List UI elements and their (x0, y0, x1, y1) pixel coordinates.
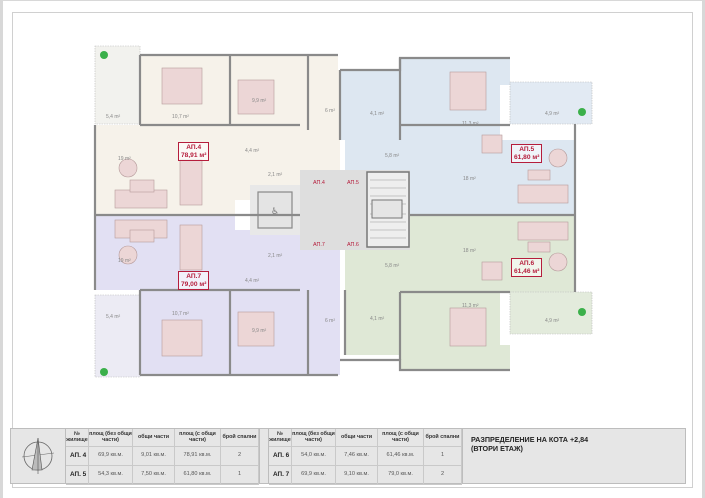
floor-plan: ♿ (93, 45, 593, 378)
apartment-area: 61,80 м² (514, 153, 540, 161)
table-right: № жилище площ (без общи части) общи част… (269, 429, 463, 485)
table-cell: 1 (424, 447, 462, 466)
area-summary-table: № жилище площ (без общи части) общи част… (10, 428, 686, 485)
room-labels: 5,4 m² 10,7 m² 9,9 m² 6 m² 19 m² 4,4 m² 2,1… (106, 98, 560, 334)
table-cell: 2 (424, 466, 462, 485)
col-header: № жилище (66, 429, 89, 447)
svg-text:9,9 m²: 9,9 m² (252, 98, 267, 104)
furniture (114, 67, 569, 357)
table-spacer (260, 429, 269, 483)
apartment-number: АП.7 (186, 273, 202, 280)
entry-tag-ap5: АП.5 (347, 180, 359, 186)
svg-text:♿: ♿ (271, 207, 279, 217)
apartment-number: АП.5 (519, 146, 535, 153)
drawing-title: РАЗПРЕДЕЛЕНИЕ НА КОТА +2,84 (ВТОРИ ЕТАЖ) (463, 429, 685, 483)
svg-text:5,8 m²: 5,8 m² (385, 263, 400, 269)
col-header: площ (без общи части) (89, 429, 133, 447)
table-cell: 9,10 кв.м. (336, 466, 378, 485)
table-cell: 7,50 кв.м. (133, 466, 175, 485)
col-header: площ (с общи части) (175, 429, 221, 447)
entry-tag-ap7: АП.7 (313, 242, 325, 248)
col-header: площ (с общи части) (378, 429, 424, 447)
col-header: площ (без общи части) (292, 429, 336, 447)
col-header: брой спални (221, 429, 259, 447)
svg-text:11,3 m²: 11,3 m² (462, 121, 479, 127)
table-cell: 54,3 кв.м. (89, 466, 133, 485)
apartment-label-ap5: АП.5 61,80 м² (511, 144, 543, 164)
svg-text:18 m²: 18 m² (463, 176, 476, 182)
svg-text:6 m²: 6 m² (325, 318, 335, 324)
north-compass (11, 429, 66, 483)
svg-text:19 m²: 19 m² (118, 258, 131, 264)
svg-text:4,1 m²: 4,1 m² (370, 111, 385, 117)
table-cell: 2 (221, 447, 259, 466)
compass-icon (21, 437, 55, 474)
apartment-label-ap7: АП.7 79,00 м² (178, 271, 210, 291)
svg-text:10,7 m²: 10,7 m² (172, 311, 189, 317)
entry-tag-ap6: АП.6 (347, 242, 359, 248)
apartment-number: АП.6 (519, 260, 535, 267)
col-header: общи части (336, 429, 378, 447)
svg-text:5,8 m²: 5,8 m² (385, 153, 400, 159)
table-cell: АП. 5 (66, 466, 89, 485)
svg-text:10,7 m²: 10,7 m² (172, 114, 189, 120)
svg-text:2,1 m²: 2,1 m² (268, 172, 283, 178)
apartment-label-ap6: АП.6 61,46 м² (511, 258, 543, 278)
svg-text:6 m²: 6 m² (325, 108, 335, 114)
col-header: общи части (133, 429, 175, 447)
entry-tag-ap4: АП.4 (313, 180, 325, 186)
svg-text:4,9 m²: 4,9 m² (545, 111, 560, 117)
table-cell: 69,9 кв.м. (89, 447, 133, 466)
svg-text:5,4 m²: 5,4 m² (106, 314, 121, 320)
table-cell: 54,0 кв.м. (292, 447, 336, 466)
drawing-title-line1: РАЗПРЕДЕЛЕНИЕ НА КОТА +2,84 (471, 435, 589, 444)
drawing-title-line2: (ВТОРИ ЕТАЖ) (471, 444, 523, 454)
table-cell: 78,91 кв.м. (175, 447, 221, 466)
svg-text:18 m²: 18 m² (463, 248, 476, 254)
svg-text:4,4 m²: 4,4 m² (245, 148, 260, 154)
table-cell: 61,80 кв.м. (175, 466, 221, 485)
svg-text:4,1 m²: 4,1 m² (370, 316, 385, 322)
svg-text:5,4 m²: 5,4 m² (106, 114, 121, 120)
table-cell: 69,9 кв.м. (292, 466, 336, 485)
svg-text:9,9 m²: 9,9 m² (252, 328, 267, 334)
table-cell: 79,0 кв.м. (378, 466, 424, 485)
apartment-area: 78,91 м² (181, 151, 207, 159)
table-cell: АП. 4 (66, 447, 89, 466)
apartment-number: АП.4 (186, 144, 202, 151)
table-cell: 1 (221, 466, 259, 485)
apartment-area: 61,46 м² (514, 267, 540, 275)
table-cell: 61,46 кв.м. (378, 447, 424, 466)
svg-text:19 m²: 19 m² (118, 156, 131, 162)
terraces (94, 45, 593, 378)
col-header: № жилище (269, 429, 292, 447)
svg-text:2,1 m²: 2,1 m² (268, 253, 283, 259)
table-cell: 7,46 кв.м. (336, 447, 378, 466)
svg-text:4,9 m²: 4,9 m² (545, 318, 560, 324)
col-header: брой спални (424, 429, 462, 447)
apartment-area: 79,00 м² (181, 280, 207, 288)
table-cell: АП. 7 (269, 466, 292, 485)
svg-text:4,4 m²: 4,4 m² (245, 278, 260, 284)
table-left: № жилище площ (без общи части) общи част… (66, 429, 260, 485)
walls (93, 53, 577, 377)
plant-icons (100, 51, 586, 376)
apartment-label-ap4: АП.4 78,91 м² (178, 142, 210, 162)
svg-text:11,3 m²: 11,3 m² (462, 303, 479, 309)
table-cell: 9,01 кв.м. (133, 447, 175, 466)
table-cell: АП. 6 (269, 447, 292, 466)
